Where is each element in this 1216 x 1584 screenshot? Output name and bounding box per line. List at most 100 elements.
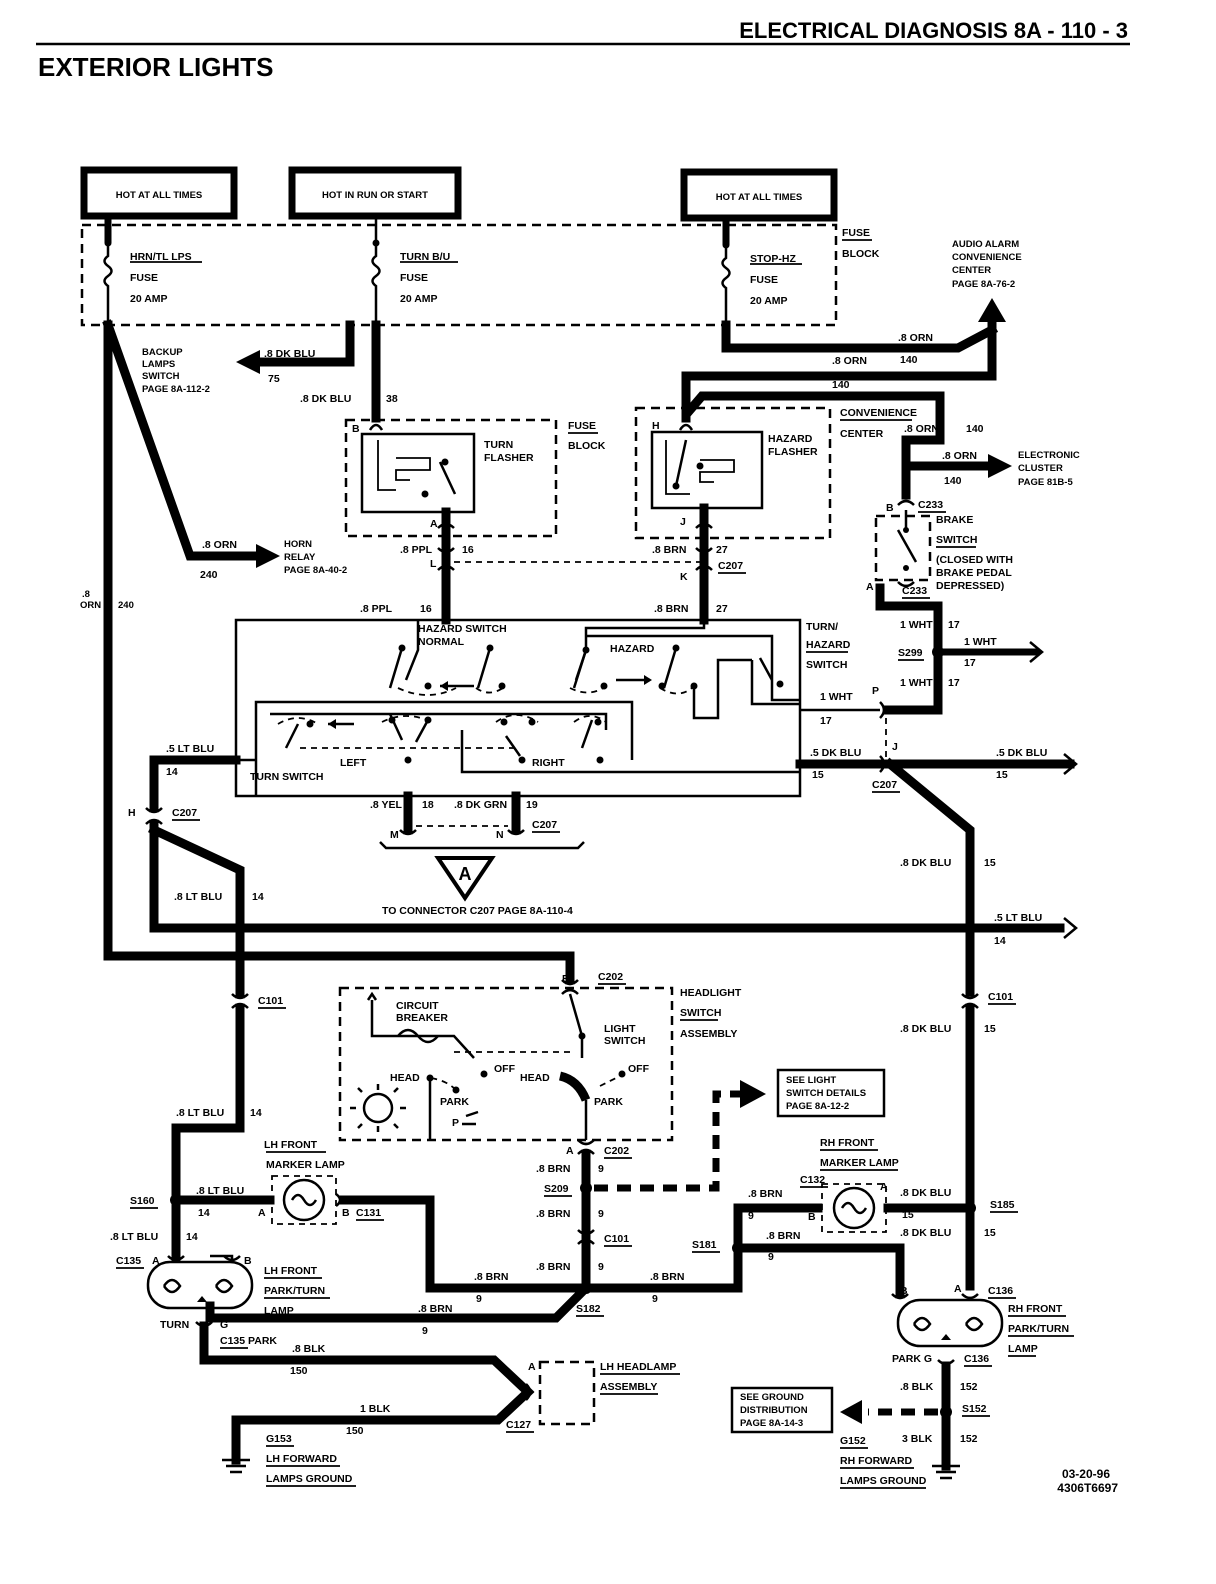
wire-label-dkblu-15a: .5 DK BLU — [810, 747, 861, 759]
lhm-label2: MARKER LAMP — [266, 1159, 345, 1171]
headlamp-rays-icon — [350, 1084, 406, 1132]
wire-num-140a: 140 — [900, 354, 918, 366]
wire-label-ppl-16a: .8 PPL — [400, 544, 433, 556]
conn-c136b: C136 — [964, 1353, 989, 1365]
lh-park-turn-lamp — [146, 1260, 254, 1310]
wire-label-brn-9f: .8 BRN — [650, 1271, 684, 1283]
wire-label-dkblu-15d: .8 DK BLU — [900, 1023, 951, 1035]
headlamp-bulb-icon — [362, 1092, 394, 1124]
wire-num-19: 19 — [526, 799, 538, 811]
ths-arcs-bottom — [277, 714, 607, 725]
pin-A7: A — [880, 1181, 888, 1193]
rh-park-turn-lamp — [896, 1298, 1004, 1348]
wire-num-9h: 9 — [768, 1251, 774, 1263]
hs-label3: ASSEMBLY — [680, 1028, 737, 1040]
lh-headlamp-outline — [538, 1360, 596, 1426]
lhh-label1: LH HEADLAMP — [600, 1361, 676, 1373]
brake-switch-contact-top — [903, 527, 909, 533]
fuse-block-label1: FUSE — [842, 227, 870, 239]
wire-label-dkblu-75: .8 DK BLU — [264, 348, 315, 360]
conn-c207b: C207 — [872, 779, 897, 791]
ths-dot16 — [594, 718, 602, 726]
ths-dot3 — [582, 646, 590, 654]
wire-ltblu-14-out — [149, 755, 241, 813]
wire-num-75: 75 — [268, 373, 280, 385]
wire-label-blk-152a: .8 BLK — [900, 1381, 934, 1393]
wire-brn-9-to-lhmarker — [425, 1201, 591, 1293]
conn-MN — [399, 829, 525, 836]
rh-marker-filament — [840, 1201, 868, 1215]
wire-num-14e: 14 — [198, 1207, 210, 1219]
brake-switch-arm — [896, 529, 918, 563]
ref-backup1: BACKUP — [142, 347, 183, 358]
rhp-label2: PARK/TURN — [1008, 1323, 1069, 1335]
brake-label3: (CLOSED WITH — [936, 554, 1013, 566]
ths-dot6 — [498, 682, 506, 690]
splice-s152 — [940, 1406, 952, 1418]
hs-arc1 — [429, 1077, 457, 1091]
to-connector-ref: TO CONNECTOR C207 PAGE 8A-110-4 — [382, 905, 573, 917]
wire-label-brn-9h: .8 BRN — [766, 1230, 800, 1242]
splice-s185-label: S185 — [990, 1199, 1015, 1211]
ref-ls3: PAGE 8A-12-2 — [786, 1101, 849, 1112]
conn-turn-flasher-c207 — [437, 522, 455, 571]
wire-orn-240-horn — [102, 319, 263, 561]
hazard-flasher-label2: FLASHER — [768, 446, 818, 458]
wire-num-27a: 27 — [716, 544, 728, 556]
wire-num-152a: 152 — [960, 1381, 978, 1393]
turn-flasher-connector-top — [368, 423, 384, 431]
pin-A6: A — [528, 1361, 536, 1373]
rhm-label2: MARKER LAMP — [820, 1157, 899, 1169]
pin-B1: B — [352, 423, 360, 435]
wire-num-15b: 15 — [996, 769, 1008, 781]
pin-P: P — [872, 685, 879, 697]
ths-dot2 — [486, 644, 494, 652]
hs-label1: HEADLIGHT — [680, 987, 742, 999]
wire-ltblu-14-down — [148, 824, 245, 999]
splice-s152-label: S152 — [962, 1403, 987, 1415]
fuse1-element — [103, 243, 113, 325]
fuse3-element — [721, 218, 731, 325]
wire-num-14d: 14 — [250, 1107, 262, 1119]
pin-B2: B — [886, 502, 894, 514]
wire-dkblu-75 — [255, 320, 355, 367]
brake-label5: DEPRESSED) — [936, 580, 1004, 592]
arrow-backup-lamps — [236, 350, 260, 374]
lhp-label1: LH FRONT — [264, 1265, 318, 1277]
wire-label-dkblu-38: .8 DK BLU — [300, 393, 351, 405]
pin-H2: H — [128, 807, 136, 819]
wire-num-150b: 150 — [346, 1425, 364, 1437]
wire-label-brn-9a: .8 BRN — [536, 1163, 570, 1175]
rh-marker-lamp — [832, 1186, 876, 1230]
ths-lower-bus — [254, 700, 634, 796]
hazard-flasher-label1: HAZARD — [768, 433, 813, 445]
cb-label2: BREAKER — [396, 1012, 448, 1024]
hs-off2-arc — [599, 1075, 621, 1087]
lh-park-b-lead — [210, 1254, 234, 1260]
arrow-horn-relay — [256, 544, 280, 568]
turn-flasher-coil — [377, 440, 431, 491]
wire-blk-150b — [231, 1385, 535, 1465]
rh-park-g: PARK G — [892, 1353, 932, 1365]
rh-marker-lamp-outline — [821, 1183, 887, 1233]
wire-num-14a: 14 — [166, 766, 178, 778]
splice-s209-label: S209 — [544, 1183, 569, 1195]
conn-c207c: C207 — [172, 807, 197, 819]
ths-dot4 — [672, 644, 680, 652]
fuse2-element — [371, 216, 381, 325]
hs-head-switch-thick — [558, 1071, 591, 1102]
right-label: RIGHT — [532, 757, 565, 769]
wire-num-14c: 14 — [994, 935, 1006, 947]
ref-gd3: PAGE 8A-14-3 — [740, 1418, 803, 1429]
hazard-switch-label: HAZARD SWITCH — [418, 623, 507, 635]
dash-light-switch-details — [594, 1090, 740, 1192]
ref-elec2: CLUSTER — [1018, 463, 1063, 474]
wire-label-wht-17c: 1 WHT — [900, 677, 933, 689]
fuse1-amp: 20 AMP — [130, 293, 168, 305]
ths-label1: TURN/ — [806, 621, 838, 633]
arrow-ltblu-14-out — [1063, 917, 1078, 939]
ref-horn2: RELAY — [284, 552, 316, 563]
wire-label-orn-240: .8 ORN — [202, 539, 237, 551]
wire-brn-9-to-lhpark — [205, 1281, 593, 1323]
